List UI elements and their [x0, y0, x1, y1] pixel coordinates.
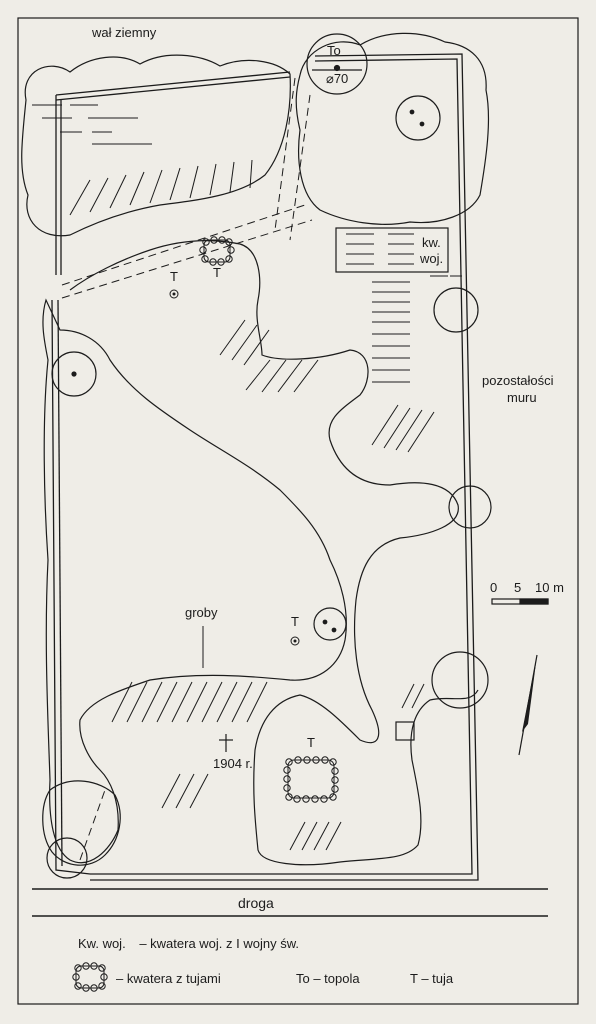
label-graves: groby: [185, 605, 218, 620]
cross-1904: [219, 734, 233, 752]
crown-central-open: [69, 240, 479, 866]
scale-bar: [491, 598, 549, 605]
tree-west-1: [51, 351, 97, 397]
thuja-quarter-north: [199, 236, 235, 266]
label-earth-rampart: wał ziemny: [92, 25, 157, 40]
cemetery-boundary: [51, 53, 479, 881]
label-wall-remains-1: pozostałości: [482, 373, 554, 388]
tree-southwest: [46, 837, 88, 879]
label-poplar-diameter: ⌀70: [326, 71, 349, 86]
crown-west-large: [42, 298, 347, 864]
tree-northeast: [395, 95, 441, 141]
label-road: droga: [238, 895, 274, 911]
legend-thuja-quarter: – kwatera z tujami: [116, 971, 221, 986]
thuja-symbol-3: T: [291, 614, 299, 629]
label-war-quarter-1: kw.: [422, 235, 441, 250]
legend-war-quarter-desc: – kwatera woj. z I wojny św.: [139, 936, 299, 951]
dashed-path: [61, 77, 313, 861]
tree-southeast: [431, 651, 489, 709]
thuja-markers: [169, 289, 300, 646]
tree-east-1: [433, 287, 479, 333]
label-wall-remains-2: muru: [507, 390, 537, 405]
war-quarter-box: [335, 227, 449, 273]
tree-crowns: [21, 32, 490, 866]
label-year: 1904 r.: [213, 756, 253, 771]
scale-label-10: 10 m: [535, 580, 564, 595]
legend-thuja-symbol-icon: [72, 962, 108, 992]
crown-northwest: [21, 54, 291, 237]
outer-frame: [17, 17, 579, 1005]
grave-rows-northwest: [32, 104, 152, 145]
legend-war-quarter: Kw. woj. – kwatera woj. z I wojny św.: [78, 936, 299, 951]
legend-thuja: T – tuja: [410, 971, 454, 986]
crown-northeast: [295, 32, 490, 225]
label-poplar-code: To: [327, 43, 341, 58]
thuja-symbol-2: T: [213, 265, 221, 280]
poplar-tree: [306, 33, 368, 95]
thuja-symbol-4: T: [307, 735, 315, 750]
legend-war-quarter-abbr: Kw. woj.: [78, 936, 126, 951]
scale-label-0: 0: [490, 580, 498, 595]
trees: [46, 33, 492, 879]
thuja-quarter-south: [283, 756, 339, 803]
square-marker: [395, 721, 415, 741]
label-war-quarter-2: woj.: [420, 251, 444, 266]
tree-center-pair: [313, 607, 347, 641]
thuja-symbol-1: T: [170, 269, 178, 284]
hatching: [69, 159, 435, 851]
legend-poplar: To – topola: [296, 971, 360, 986]
tree-east-2: [448, 485, 492, 529]
scale-label-5: 5: [514, 580, 522, 595]
north-arrow-icon: [518, 654, 538, 756]
crown-south-west: [42, 780, 121, 866]
war-quarter-rows: [346, 233, 462, 383]
